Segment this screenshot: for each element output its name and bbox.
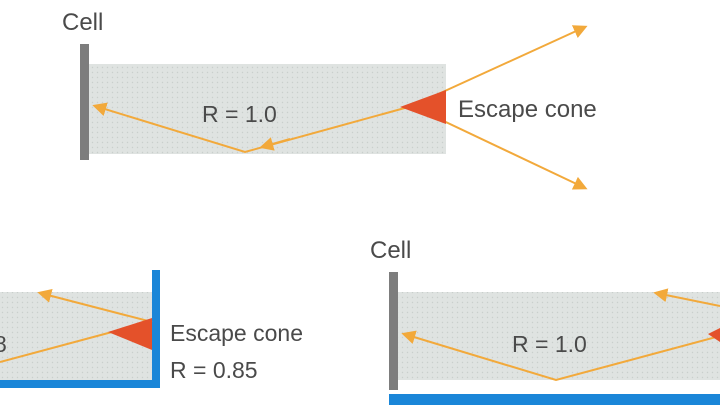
bottom-left-reflectance-label: R = 0.85 xyxy=(170,357,258,383)
bottom-left-panel: 8 Escape cone R = 0.85 xyxy=(0,270,303,388)
bottom-left-mirror-bottom xyxy=(0,380,160,388)
bottom-left-ray-lower xyxy=(0,331,113,363)
bottom-right-mirror-bottom xyxy=(389,394,720,405)
top-light-ray xyxy=(92,102,413,154)
bottom-right-cell-label: Cell xyxy=(370,237,411,264)
bottom-right-cell-bar xyxy=(389,272,398,390)
bottom-right-escape-cone xyxy=(708,328,720,342)
bottom-left-partial-label: 8 xyxy=(0,331,7,357)
bottom-left-escape-cone-label: Escape cone xyxy=(170,320,303,346)
bottom-left-mirror-vertical xyxy=(152,270,160,388)
bottom-right-reflectance-label: R = 1.0 xyxy=(512,331,587,357)
bottom-right-panel: Cell R = 1.0 xyxy=(370,237,720,405)
bottom-right-ray-upper xyxy=(653,288,720,307)
top-light-ray-arrow xyxy=(259,137,291,151)
top-cell-label: Cell xyxy=(62,9,103,36)
bottom-left-ray-upper xyxy=(37,289,153,323)
top-panel: Cell R = 1.0 Escape cone xyxy=(62,9,597,190)
top-reflectance-label: R = 1.0 xyxy=(202,101,277,127)
bottom-right-slab xyxy=(396,292,720,380)
top-cell-bar xyxy=(80,44,89,160)
bottom-right-light-ray xyxy=(401,330,720,382)
top-escape-cone xyxy=(400,90,446,124)
top-escape-cone-label: Escape cone xyxy=(458,96,597,123)
bottom-left-escape-cone xyxy=(108,318,152,350)
